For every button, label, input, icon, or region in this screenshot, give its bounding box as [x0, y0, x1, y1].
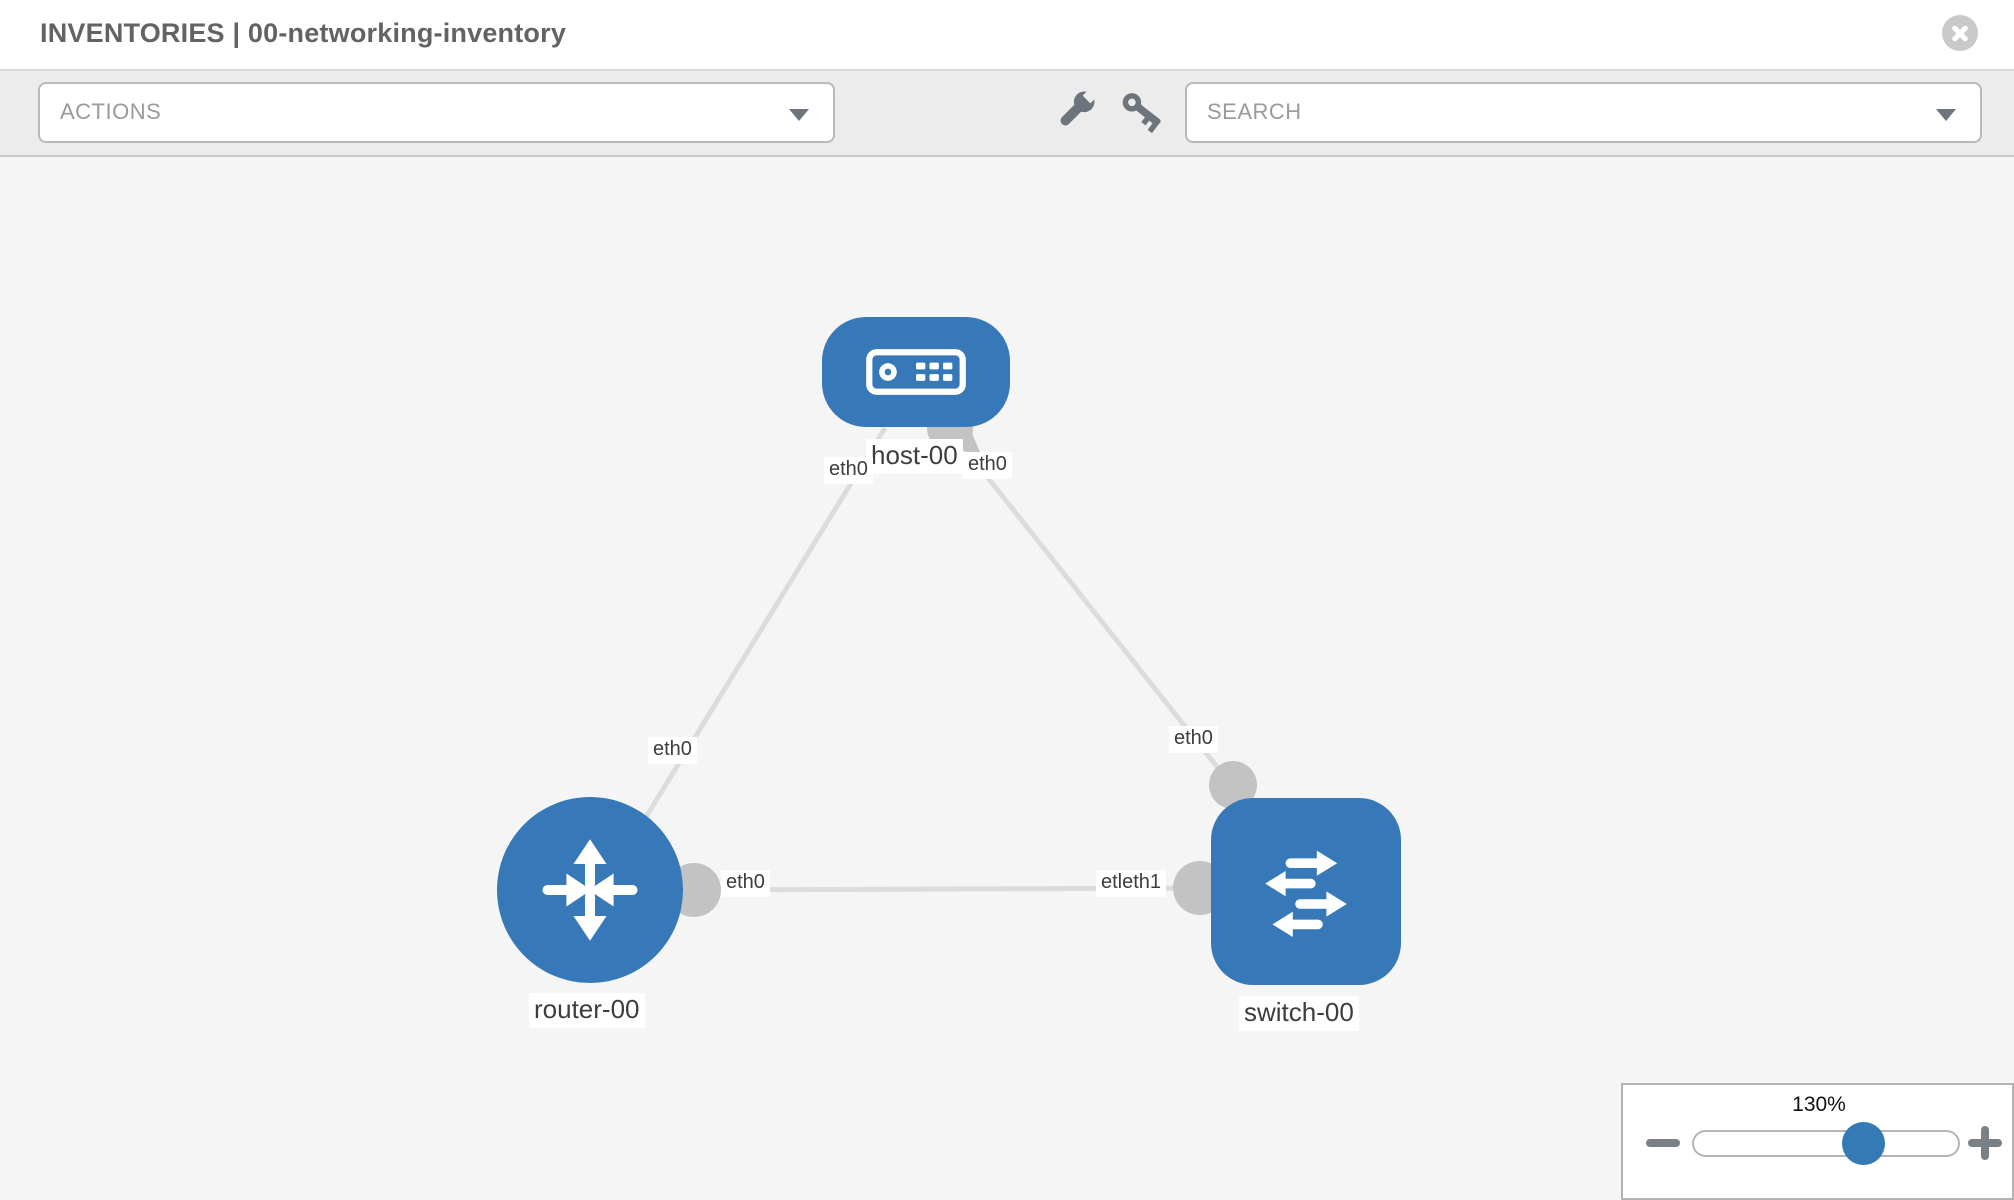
zoom-slider-track[interactable]	[1692, 1130, 1960, 1157]
close-icon[interactable]	[1942, 15, 1978, 51]
actions-dropdown[interactable]: ACTIONS	[38, 82, 835, 143]
node-label-switch: switch-00	[1239, 996, 1359, 1031]
port-switch-top	[1209, 761, 1257, 809]
topology-canvas[interactable]: host-00 router-00 switch-00 eth0 eth0 et…	[0, 157, 2014, 1200]
page-title: INVENTORIES | 00-networking-inventory	[40, 18, 567, 48]
zoom-level-value: 130%	[1792, 1093, 1846, 1116]
switch-icon	[1265, 850, 1347, 937]
if-label-switch-eth0: eth0	[1169, 726, 1218, 753]
router-icon	[542, 839, 638, 941]
wrench-icon[interactable]	[1049, 85, 1101, 137]
plus-icon-bar	[1981, 1126, 1989, 1160]
zoom-slider-handle[interactable]	[1842, 1122, 1885, 1165]
caret-down-icon	[1936, 109, 1956, 121]
search-dropdown-label: SEARCH	[1207, 99, 1302, 124]
actions-dropdown-label: ACTIONS	[60, 99, 162, 124]
if-label-router-eth0: eth0	[721, 870, 770, 897]
key-icon[interactable]	[1117, 85, 1169, 137]
toolbar: ACTIONS	[0, 71, 2014, 157]
node-switch-00[interactable]	[1211, 798, 1401, 985]
if-label-host-eth0-left: eth0	[824, 457, 873, 484]
node-label-host: host-00	[866, 439, 963, 474]
caret-down-icon	[789, 109, 809, 121]
window-header: INVENTORIES | 00-networking-inventory	[0, 0, 2014, 71]
search-dropdown[interactable]: SEARCH	[1185, 82, 1982, 143]
link-host-router	[635, 426, 888, 832]
minus-icon[interactable]	[1646, 1139, 1680, 1147]
node-label-router: router-00	[529, 993, 645, 1028]
if-label-router-eth0-uplink: eth0	[648, 737, 697, 764]
if-label-switch-eth1: etleth1	[1096, 870, 1167, 897]
host-icon	[866, 349, 966, 395]
topology-edges-layer	[635, 405, 1257, 917]
zoom-control-panel: 130%	[1621, 1083, 2014, 1200]
node-router-00[interactable]	[497, 797, 683, 983]
if-label-host-eth0-right: eth0	[963, 452, 1012, 479]
node-host-00[interactable]	[822, 317, 1010, 427]
